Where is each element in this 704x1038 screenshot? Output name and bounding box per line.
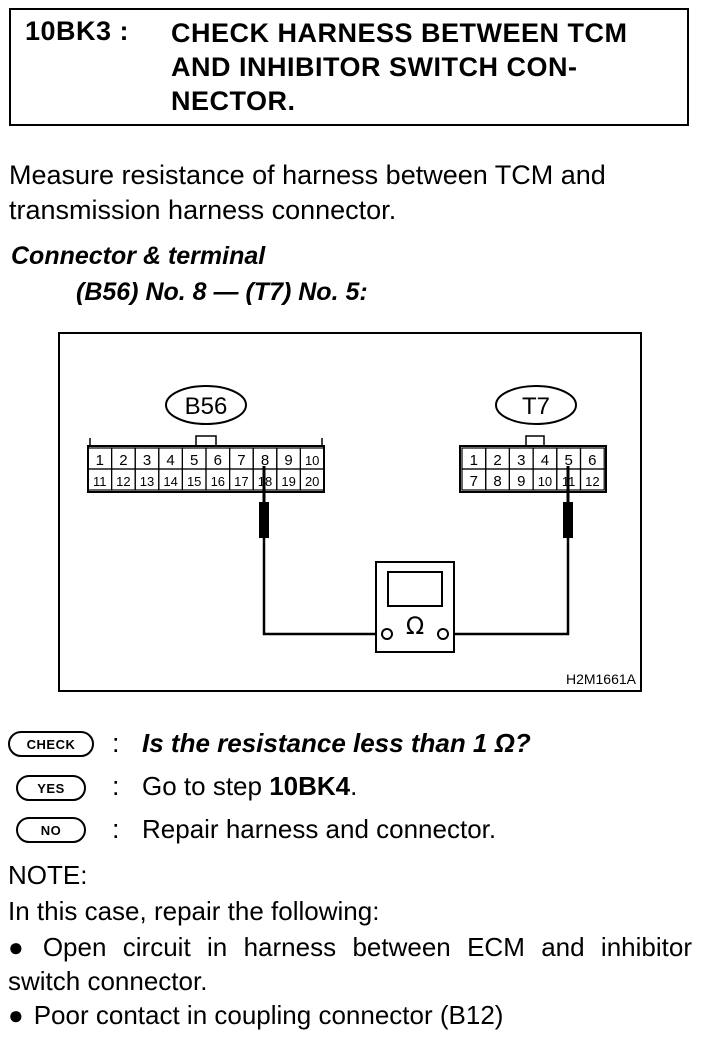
yes-text: Go to step 10BK4. (142, 771, 357, 802)
note-line: In this case, repair the following: (8, 896, 380, 926)
t7-terminal-3: 3 (517, 452, 525, 469)
yes-badge: YES (16, 775, 86, 801)
b56-terminal-8: 8 (261, 452, 269, 469)
note-heading: NOTE: (8, 860, 88, 890)
intro-text: Measure resistance of harness between TC… (9, 160, 606, 225)
connector-spec: (B56) No. 8 — (T7) No. 5: (76, 278, 368, 306)
b56-label: B56 (185, 393, 228, 420)
b56-terminal-12: 12 (116, 474, 130, 489)
note-bullet-2-text: Poor contact in coupling connector (B12) (33, 1000, 504, 1030)
no-colon: : (112, 814, 120, 844)
check-badge: CHECK (8, 731, 94, 757)
yes-text-prefix: Go to step (142, 771, 270, 801)
t7-terminal-10: 10 (538, 474, 552, 489)
meter-display (387, 571, 443, 607)
b56-terminal-9: 9 (284, 452, 292, 469)
check-colon: : (112, 728, 120, 758)
probe-left (259, 466, 380, 636)
yes-text-suffix: . (350, 771, 358, 801)
t7-terminal-cell (579, 468, 605, 491)
t7-terminal-4: 4 (541, 452, 549, 469)
t7-terminal-12: 12 (585, 474, 599, 489)
step-id: 10BK3 : (25, 16, 130, 46)
b56-terminal-19: 19 (281, 474, 295, 489)
t7-label-oval (495, 385, 577, 425)
b56-terminal-1: 1 (96, 452, 104, 469)
t7-terminal-2: 2 (493, 452, 501, 469)
ohmmeter: Ω (375, 561, 455, 653)
figure-code: H2M1661A (566, 671, 637, 687)
no-text: Repair harness and connector. (142, 814, 497, 844)
b56-terminal-3: 3 (143, 452, 151, 469)
no-badge: NO (16, 817, 86, 843)
b56-label-oval (165, 385, 247, 425)
note-bullet-1: ●Open circuit in harness between ECM and… (8, 930, 692, 998)
t7-label: T7 (522, 393, 550, 420)
note-bullet-2: ● Poor contact in coupling connector (B12… (8, 1000, 503, 1031)
b56-terminal-5: 5 (190, 452, 198, 469)
t7-terminal-1: 1 (470, 452, 478, 469)
check-question: Is the resistance less than 1 Ω? (142, 728, 531, 758)
step-header-box: 10BK3 : CHECK HARNESS BETWEEN TCM AND IN… (9, 8, 689, 126)
b56-terminal-15: 15 (187, 474, 201, 489)
b56-terminal-6: 6 (214, 452, 222, 469)
b56-terminal-20: 20 (305, 474, 319, 489)
t7-terminal-7: 7 (470, 473, 478, 490)
b56-terminal-7: 7 (237, 452, 245, 469)
step-title: CHECK HARNESS BETWEEN TCM AND INHIBITOR … (171, 18, 628, 116)
yes-next-step: 10BK4 (269, 771, 351, 801)
b56-terminal-11: 11 (93, 474, 107, 489)
t7-terminal-8: 8 (493, 473, 501, 490)
meter-terminal-left (381, 628, 393, 640)
b56-terminal-cell (299, 468, 325, 491)
ohm-symbol: Ω (406, 612, 424, 640)
wiring-diagram: B56 1234567891011121314151617181920 T7 1… (87, 385, 637, 687)
no-row: NO (16, 812, 86, 848)
b56-terminal-17: 17 (234, 474, 248, 489)
t7-terminal-9: 9 (517, 473, 525, 490)
b56-latch (195, 435, 217, 447)
bullet-dot: ● (8, 1000, 24, 1030)
wiring-figure: B56 1234567891011121314151617181920 T7 1… (58, 332, 642, 692)
t7-terminal-5: 5 (564, 452, 572, 469)
b56-connector: 1234567891011121314151617181920 (87, 435, 325, 493)
b56-terminal-2: 2 (119, 452, 127, 469)
t7-terminal-6: 6 (588, 452, 596, 469)
yes-row: YES (16, 770, 86, 806)
connector-label: Connector & terminal (11, 242, 266, 270)
probe-right (450, 466, 573, 636)
check-row: CHECK (8, 726, 94, 762)
bullet-dot: ● (8, 932, 33, 962)
b56-terminal-10: 10 (305, 453, 319, 468)
yes-colon: : (112, 771, 120, 801)
note-bullet-1-text: Open circuit in harness between ECM and … (8, 932, 692, 996)
t7-latch (525, 435, 545, 447)
b56-terminal-4: 4 (166, 452, 174, 469)
b56-terminal-16: 16 (211, 474, 225, 489)
b56-terminal-13: 13 (140, 474, 154, 489)
meter-terminal-right (437, 628, 449, 640)
b56-terminal-14: 14 (163, 474, 177, 489)
